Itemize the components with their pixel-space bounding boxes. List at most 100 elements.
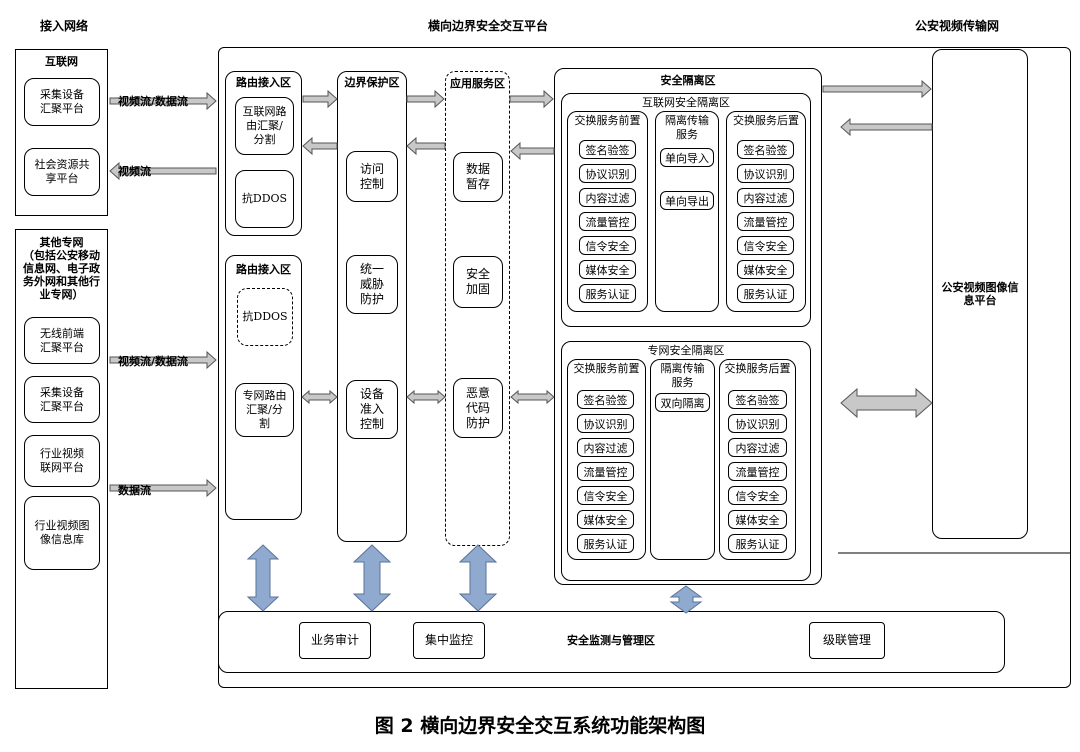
arrow-isolation-police [840, 387, 933, 419]
arrow-app-to-isolation [509, 89, 554, 109]
arrow-app-to-border [406, 136, 446, 156]
private-router: 专网路由 汇聚/分 割 [235, 383, 294, 437]
internet-back-sign-verify: 签名验签 [737, 140, 794, 159]
private-back-sign-verify: 签名验签 [728, 390, 787, 409]
internet-iso-front-title: 交换服务前置 [574, 114, 641, 127]
private-back-signaling-security: 信令安全 [728, 486, 787, 505]
private-iso-middle: 隔离传输 服务 双向隔离 [650, 359, 715, 560]
internet-back-protocol-id: 协议识别 [737, 164, 794, 183]
arrow-police-to-isolation [840, 117, 933, 137]
arrow-route-to-social [109, 161, 217, 181]
arrow-isolation-monitor [669, 585, 703, 614]
arrow-border-to-route1 [302, 136, 338, 156]
internet-iso-back: 交换服务后置 签名验签 协议识别 内容过滤 流量管控 信令安全 媒体安全 服务认… [726, 111, 806, 312]
flow-label-data-1: 数据流 [118, 484, 151, 497]
internet-back-signaling-security: 信令安全 [737, 236, 794, 255]
private-iso-back-title: 交换服务后置 [724, 362, 791, 375]
private-iso-front: 交换服务前置 签名验签 协议识别 内容过滤 流量管控 信令安全 媒体安全 服务认… [567, 359, 646, 560]
internet-front-sign-verify: 签名验签 [579, 140, 636, 159]
police-video-platform: 公安视频图像信 息平台 [932, 49, 1028, 539]
private-front-media-security: 媒体安全 [577, 510, 634, 529]
private-back-traffic-control: 流量管控 [728, 462, 787, 481]
one-way-import: 单向导入 [660, 148, 714, 167]
private-front-protocol-id: 协议识别 [577, 414, 634, 433]
one-way-export: 单向导出 [660, 191, 714, 210]
internet-front-service-auth: 服务认证 [579, 284, 636, 303]
internet-back-service-auth: 服务认证 [737, 284, 794, 303]
flow-label-video-data-1: 视频流/数据流 [118, 95, 189, 108]
malware-defense: 恶意 代码 防护 [453, 378, 503, 438]
internet-iso-front: 交换服务前置 签名验签 协议识别 内容过滤 流量管控 信令安全 媒体安全 服务认… [567, 111, 648, 312]
other-network-title: 其他专网 （包括公安移动 信息网、电子政 务外网和其他行 业专网） [23, 236, 100, 301]
route-zone-1-anti-ddos: 抗DDOS [235, 170, 294, 228]
private-iso-middle-title: 隔离传输 服务 [660, 362, 705, 389]
flow-label-video-data-2: 视频流/数据流 [118, 355, 189, 368]
app-service-zone: 应用服务区 数据 暂存 安全 加固 恶意 代码 防护 [445, 71, 510, 546]
isolation-zone-title: 安全隔离区 [660, 74, 716, 87]
internet-title: 互联网 [45, 55, 78, 68]
industry-video-platform: 行业视频 联网平台 [24, 435, 100, 487]
internet-social-platform: 社会资源共 享平台 [24, 148, 100, 196]
app-zone-title: 应用服务区 [450, 77, 505, 90]
flow-label-video-1: 视频流 [118, 165, 151, 178]
arrow-data-to-route [109, 478, 217, 498]
private-iso-back: 交换服务后置 签名验签 协议识别 内容过滤 流量管控 信令安全 媒体安全 服务认… [719, 359, 796, 560]
private-front-content-filter: 内容过滤 [577, 438, 634, 457]
private-iso-front-title: 交换服务前置 [573, 362, 640, 375]
arrow-route-monitor [246, 544, 280, 612]
access-control: 访问 控制 [346, 151, 398, 202]
internet-front-protocol-id: 协议识别 [579, 164, 636, 183]
private-front-signaling-security: 信令安全 [577, 486, 634, 505]
private-back-service-auth: 服务认证 [728, 534, 787, 553]
internet-iso-middle-title: 隔离传输 服务 [665, 114, 709, 141]
arrow-border-monitor [352, 544, 392, 612]
route-zone-2: 路由接入区 抗DDOS 专网路由 汇聚/分 割 [225, 255, 302, 520]
private-isolation-zone: 专网安全隔离区 交换服务前置 签名验签 协议识别 内容过滤 流量管控 信令安全 … [561, 341, 811, 581]
route-zone-2-title: 路由接入区 [236, 263, 291, 276]
threat-defense: 统一 威胁 防护 [346, 255, 398, 314]
border-zone-title: 边界保护区 [344, 76, 400, 89]
header-access-network: 接入网络 [40, 19, 89, 33]
arrow-isolation-to-app [510, 141, 555, 161]
wireless-platform: 无线前端 汇聚平台 [24, 317, 100, 364]
internet-panel: 互联网 采集设备 汇聚平台 社会资源共 享平台 [15, 49, 108, 216]
data-cache: 数据 暂存 [453, 152, 503, 202]
route-zone-2-anti-ddos: 抗DDOS [237, 288, 293, 346]
internet-front-traffic-control: 流量管控 [579, 212, 636, 231]
internet-front-content-filter: 内容过滤 [579, 188, 636, 207]
route-zone-1: 路由接入区 互联网路 由汇聚/ 分割 抗DDOS [225, 71, 302, 236]
arrow-app-isolation [510, 389, 555, 405]
internet-front-media-security: 媒体安全 [579, 260, 636, 279]
private-iso-title: 专网安全隔离区 [647, 344, 725, 357]
private-back-media-security: 媒体安全 [728, 510, 787, 529]
security-hardening: 安全 加固 [453, 256, 503, 308]
internet-back-traffic-control: 流量管控 [737, 212, 794, 231]
figure-caption: 图 2 横向边界安全交互系统功能架构图 [374, 715, 706, 737]
internet-back-media-security: 媒体安全 [737, 260, 794, 279]
arrow-border-app [406, 389, 446, 405]
header-platform: 横向边界安全交互平台 [428, 19, 549, 33]
two-way-isolation: 双向隔离 [655, 393, 710, 412]
other-collect-platform: 采集设备 汇聚平台 [24, 376, 100, 423]
private-front-sign-verify: 签名验签 [577, 390, 634, 409]
arrow-route1-to-border [302, 89, 338, 109]
arrow-app-monitor [458, 544, 498, 612]
internet-back-content-filter: 内容过滤 [737, 188, 794, 207]
private-front-traffic-control: 流量管控 [577, 462, 634, 481]
private-back-content-filter: 内容过滤 [728, 438, 787, 457]
arrow-other-to-route [109, 350, 217, 370]
border-protection-zone: 边界保护区 访问 控制 统一 威胁 防护 设备 准入 控制 [337, 71, 407, 542]
central-monitor: 集中监控 [413, 622, 485, 659]
device-admission: 设备 准入 控制 [346, 380, 398, 439]
private-front-service-auth: 服务认证 [577, 534, 634, 553]
security-isolation-zone: 安全隔离区 互联网安全隔离区 交换服务前置 签名验签 协议识别 内容过滤 流量管… [554, 68, 822, 585]
route-zone-1-title: 路由接入区 [236, 76, 291, 89]
arrow-border-to-app [406, 89, 445, 109]
internet-collect-platform: 采集设备 汇聚平台 [24, 78, 100, 126]
security-monitor-zone: 业务审计 集中监控 安全监测与管理区 级联管理 [218, 611, 1005, 673]
private-back-protocol-id: 协议识别 [728, 414, 787, 433]
arrow-route2-border [301, 389, 338, 405]
internet-isolation-zone: 互联网安全隔离区 交换服务前置 签名验签 协议识别 内容过滤 流量管控 信令安全… [561, 93, 811, 327]
internet-front-signaling-security: 信令安全 [579, 236, 636, 255]
